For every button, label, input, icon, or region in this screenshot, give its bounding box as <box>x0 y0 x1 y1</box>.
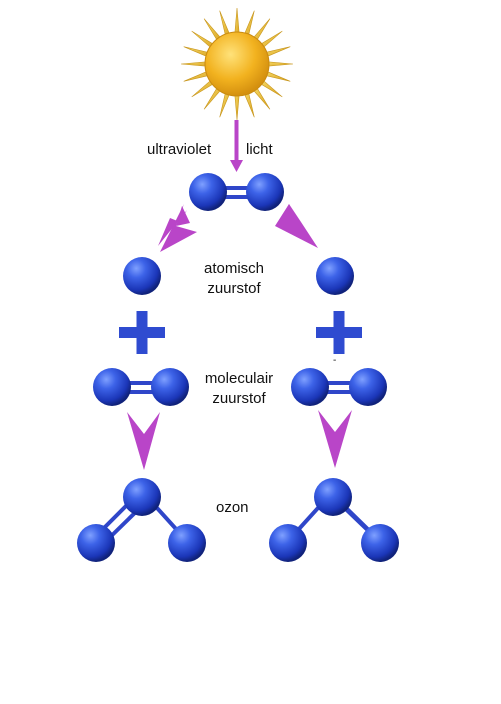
oxygen-atom <box>93 368 131 406</box>
label-molecular-line1: moleculair <box>204 370 274 387</box>
atomic-oxygen-right <box>316 257 354 295</box>
plus-icon <box>316 311 362 354</box>
oxygen-atom <box>168 524 206 562</box>
oxygen-atom <box>291 368 329 406</box>
oxygen-atom <box>314 478 352 516</box>
o2-molecule-right <box>291 368 387 406</box>
label-ultraviolet: ultraviolet <box>147 141 212 158</box>
stray-mark: - <box>333 355 337 366</box>
label-atomic-line2: zuurstof <box>207 280 261 297</box>
oxygen-atom <box>123 478 161 516</box>
label-licht: licht <box>246 141 273 158</box>
o2-molecule-top <box>189 173 284 211</box>
uv-arrow-shaft <box>234 120 239 164</box>
sun-core <box>204 31 270 97</box>
arrow-icon <box>318 410 352 468</box>
uv-arrow <box>230 120 243 172</box>
o2-molecule-left <box>93 368 189 406</box>
atomic-oxygen-left <box>123 257 161 295</box>
ozone-molecule-left <box>77 478 206 562</box>
arrow-icon <box>127 412 160 470</box>
oxygen-atom <box>349 368 387 406</box>
label-molecular-line2: zuurstof <box>212 390 266 407</box>
oxygen-atom <box>77 524 115 562</box>
label-atomic-line1: atomisch <box>203 260 265 277</box>
ozone-molecule-right <box>269 478 399 562</box>
uv-arrow-head <box>230 160 243 172</box>
oxygen-atom <box>189 173 227 211</box>
split-arrow-right <box>275 204 318 248</box>
oxygen-atom <box>246 173 284 211</box>
plus-icon <box>119 311 165 354</box>
oxygen-atom <box>361 524 399 562</box>
label-ozone: ozon <box>216 499 249 516</box>
sun-icon <box>180 7 294 121</box>
oxygen-atom <box>269 524 307 562</box>
split-arrow-left <box>158 204 197 252</box>
oxygen-atom <box>151 368 189 406</box>
